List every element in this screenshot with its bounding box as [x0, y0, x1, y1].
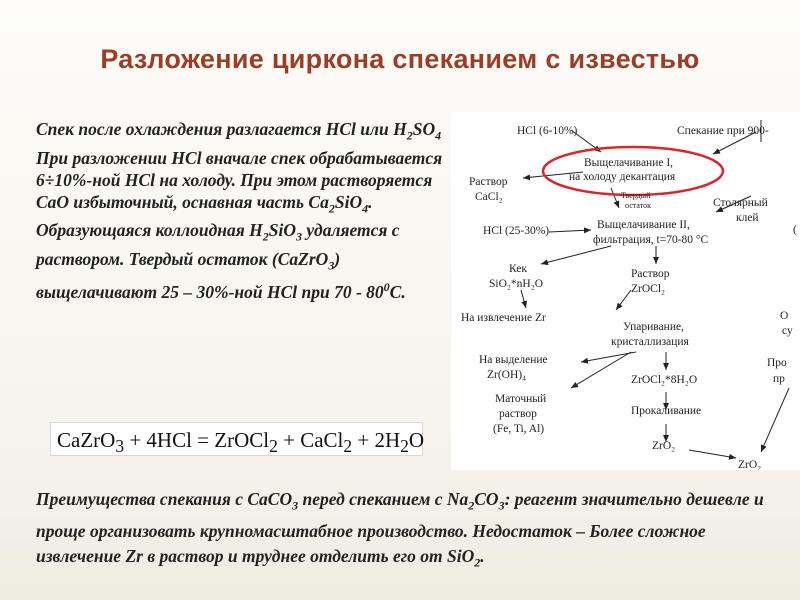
node-mother-l2: раствор: [499, 408, 537, 420]
process-flowchart: HCl (6-10%) Спекание при 900- Выщелачива…: [451, 112, 800, 470]
node-edge-3: Про: [767, 357, 787, 369]
arrow-evap: [615, 289, 632, 311]
arrow-sinter: [712, 131, 757, 155]
arrow-zroh: [580, 351, 637, 364]
flowchart-svg: HCl (6-10%) Спекание при 900- Выщелачива…: [461, 120, 797, 470]
node-leach1-l2: на холоду декантация: [569, 171, 676, 183]
node-zroh-l2: Zr(OH)₄: [487, 369, 526, 381]
node-sinter: Спекание при 900-: [677, 125, 769, 137]
p1-sub: 2: [406, 128, 413, 143]
p2-sub1: 2: [328, 201, 335, 215]
paragraph-1: Спек после охлаждения разлагается HCl ил…: [36, 118, 446, 147]
eq-part: + CaCl: [277, 428, 344, 452]
node-cake-l1: Кек: [509, 263, 527, 275]
node-zro2-b: ZrO₂: [738, 459, 761, 470]
node-hcl-top: HCl (6-10%): [517, 125, 578, 137]
node-hcl-mid: HCl (25-30%): [483, 225, 549, 237]
p2-text-c: . Образующаяся коллоидная H: [36, 191, 373, 241]
bt-sub: 3: [498, 498, 505, 513]
arrow-edge: [760, 387, 790, 453]
node-leach2-l1: Выщелачивание II,: [597, 219, 690, 231]
eq-sub: 2: [343, 436, 353, 457]
p2-sub2: 4: [362, 201, 369, 215]
p1-sub2: 4: [435, 128, 442, 143]
arrow-hcl-mid: [548, 227, 592, 234]
eq-sub: 2: [269, 436, 278, 457]
arrow-zr-extract: [520, 289, 528, 309]
bottom-text-block: Преимущества спекания с CaCO3 перед спек…: [36, 487, 786, 575]
p2-text-b: SiO: [334, 191, 363, 212]
node-mother-l1: Маточный: [495, 393, 546, 405]
node-zroh-l1: На выделение: [479, 354, 548, 366]
node-leach1-l1: Выщелачивание I,: [584, 157, 673, 169]
p2-sup: 0: [383, 280, 390, 294]
p2-text-e: удаляется с раствором. Твердый остаток (…: [36, 220, 400, 269]
eq-part: + 2H: [352, 428, 401, 452]
eq-sub: 3: [115, 436, 125, 457]
bt-part: : реагент значительно дешевле и проще ор…: [36, 489, 764, 566]
bt-part: CO: [474, 489, 499, 509]
p2-sub4: 3: [295, 229, 302, 244]
node-zrocl2-l1: Раствор: [631, 268, 670, 280]
node-edge-2: су: [782, 325, 793, 337]
node-crystal: ZrOCl₂*8H₂O: [631, 374, 697, 386]
p2-sub5: 3: [328, 258, 335, 272]
bt-sub: 3: [292, 498, 299, 513]
arrow-cacl2: [522, 171, 584, 181]
bt-part: Преимущества спекания с CaCO: [36, 489, 293, 509]
node-calcine: Прокаливание: [631, 405, 701, 417]
bt-sub: 2: [474, 555, 481, 569]
node-zrocl2-l2: ZrOCl₂: [631, 283, 665, 295]
eq-part: + 4HCl = ZrOCl: [124, 428, 270, 452]
bt-sub: 2: [468, 498, 475, 513]
node-solid-l1: Твердый: [621, 191, 651, 200]
bt-part: перед спеканием с Na: [298, 489, 469, 509]
highlight-ellipse: [541, 145, 725, 197]
p2-text-d: SiO: [268, 220, 296, 240]
paragraph-2: При разложении HCl вначале спек обрабаты…: [36, 147, 446, 303]
node-glue-l1: Столярный: [713, 197, 768, 209]
eq-part: CaZrO: [57, 428, 116, 452]
arrow-solid: [610, 187, 620, 209]
node-glue-l2: клей: [736, 212, 759, 224]
node-solid-l2: остаток: [625, 201, 651, 210]
p2-text-a: При разложении HCl вначале спек обрабаты…: [36, 147, 443, 212]
arrow-cake: [540, 245, 612, 266]
p1-text: Спек после охлаждения разлагается HCl ил…: [36, 119, 407, 139]
reaction-equation: CaZrO3 + 4HCl = ZrOCl2 + CaCl2 + 2H2O: [50, 422, 425, 457]
node-cacl2-l1: Раствор: [469, 176, 508, 188]
eq-part: O: [408, 428, 425, 452]
node-mother-l3: (Fe, Ti, Al): [493, 423, 544, 435]
arrow-zro2b: [688, 449, 737, 460]
slide-title: Разложение циркона спеканием с известью: [100, 44, 700, 74]
p2-text-g: С.: [389, 281, 406, 302]
left-text-block: Спек после охлаждения разлагается HCl ил…: [36, 118, 446, 303]
node-edge-1: O: [780, 310, 788, 322]
node-edge-4: пр: [773, 373, 785, 385]
flow-arrows: [520, 120, 790, 460]
arrow-glue: [715, 195, 752, 213]
p1-text-b: SO: [412, 119, 436, 139]
node-cake-l2: SiO₂*nH₂O: [489, 278, 543, 290]
node-edge-5: (: [793, 224, 797, 236]
node-zr-extract: На извлечение Zr: [461, 312, 546, 324]
arrow-mother: [570, 351, 632, 389]
node-leach2-l2: фильтрация, t=70-80 °C: [593, 234, 709, 246]
p2-text-f: ) выщелачивают 25 – 30%-ной HCl при 70 -…: [36, 248, 384, 302]
node-zro2-a: ZrO₂: [652, 440, 675, 452]
node-cacl2-l2: CaCl₂: [475, 191, 503, 203]
bt-part: .: [480, 545, 485, 566]
node-evap-l2: кристаллизация: [611, 336, 690, 348]
node-evap-l1: Упаривание,: [623, 321, 684, 333]
eq-sub: 2: [400, 436, 409, 457]
p2-sub3: 2: [262, 229, 269, 244]
